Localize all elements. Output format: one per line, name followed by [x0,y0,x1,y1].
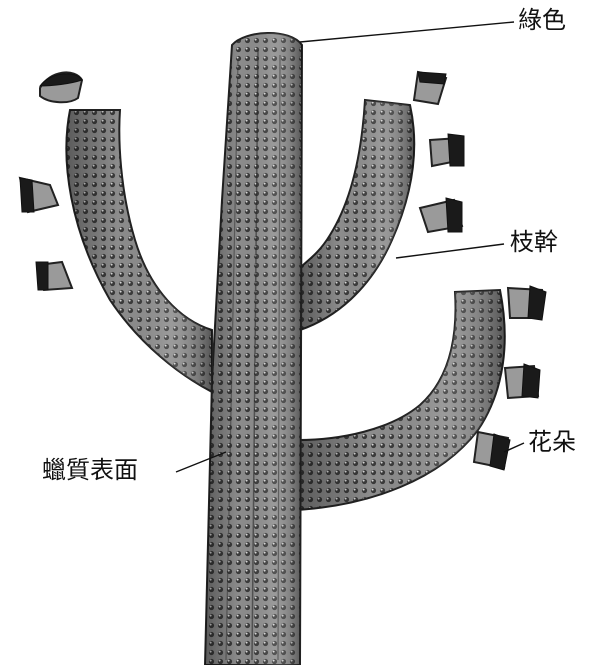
left-branch [66,110,212,392]
label-flower: 花朵 [528,430,576,454]
flower-left-top [40,72,82,102]
flower-lower-right-top [508,286,546,320]
flower-right-top [414,72,446,104]
leader-line-green [300,22,514,42]
label-green: 綠色 [518,8,566,32]
flower-left-middle [20,178,58,212]
main-trunk [205,33,302,665]
flower-lower-right-middle [505,364,540,398]
label-waxy-surface: 蠟質表面 [42,458,138,482]
label-branch: 枝幹 [510,230,558,254]
upper-right-branch [300,100,414,330]
flower-right-third [420,198,462,232]
flower-right-middle [430,134,464,166]
flower-left-bottom [36,262,72,290]
lower-right-branch [298,290,505,510]
leader-line-branch [396,244,504,258]
